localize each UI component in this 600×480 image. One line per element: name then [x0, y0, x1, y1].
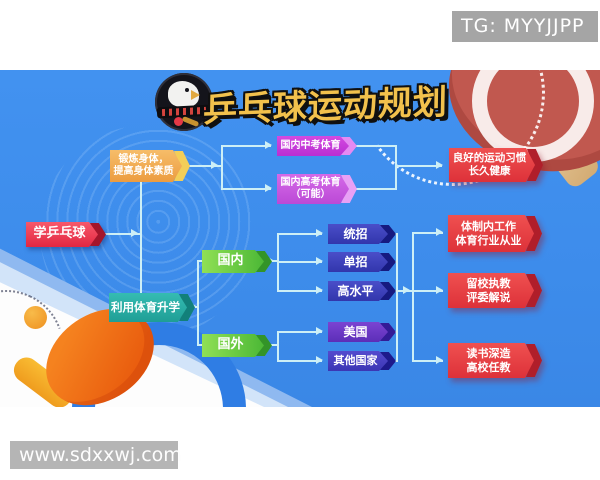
arrow-tip: [380, 225, 396, 243]
flow-line: [352, 145, 396, 147]
arrow-tip: [380, 323, 396, 341]
flow-line: [140, 182, 142, 293]
poster-title: 乒乓球运动规划: [202, 82, 449, 131]
poster-background: 乒乓球运动规划: [0, 70, 600, 407]
flow-line: [277, 261, 322, 263]
flow-arrowhead: [316, 356, 323, 364]
node-danzhao: 单招: [328, 252, 396, 272]
arrow-tip: [380, 282, 396, 300]
node-coach-commentator: 留校执教评委解说: [448, 273, 542, 308]
flow-line: [412, 360, 443, 362]
flow-arrowhead: [316, 286, 323, 294]
flow-line: [277, 331, 322, 333]
arrow-tip: [174, 151, 190, 181]
flow-arrowhead: [265, 184, 272, 192]
node-fitness: 锻炼身体，提高身体素质: [110, 150, 190, 182]
node-gaoshuiping: 高水平: [328, 281, 396, 301]
flow-line: [395, 165, 442, 167]
arrow-tip: [527, 149, 543, 181]
flow-arrowhead: [403, 286, 410, 294]
flow-arrowhead: [436, 161, 443, 169]
flow-line: [221, 188, 271, 190]
flow-arrowhead: [316, 257, 323, 265]
node-domestic: 国内: [202, 250, 272, 273]
logo-ball-icon: [174, 117, 183, 126]
flow-line: [186, 165, 222, 167]
arrow-tip: [526, 274, 542, 307]
flow-arrowhead: [265, 141, 272, 149]
ball-decoration-bottom-left: [24, 306, 47, 329]
flow-line: [412, 290, 443, 292]
arrow-tip: [179, 294, 195, 321]
node-learn-pingpong: 学乒乓球: [26, 222, 106, 247]
flow-arrowhead: [316, 229, 323, 237]
node-tongzhao: 统招: [328, 224, 396, 244]
arrow-tip: [526, 344, 542, 377]
eagle-icon: [168, 81, 200, 107]
node-zhongkao-pe: 国内中考体育: [277, 136, 357, 156]
arrow-tip: [526, 216, 542, 251]
flow-arrowhead: [131, 229, 138, 237]
flow-line: [412, 232, 443, 234]
arrow-tip: [90, 223, 106, 246]
node-sports-education: 利用体育升学: [109, 293, 195, 322]
flow-line: [412, 232, 414, 362]
node-usa: 美国: [328, 322, 396, 342]
flow-line: [197, 260, 203, 262]
node-gaokao-pe: 国内高考体育（可能）: [277, 174, 357, 204]
flow-arrowhead: [436, 356, 443, 364]
flow-line: [277, 331, 279, 362]
arrow-tip: [341, 137, 357, 155]
flow-arrowhead: [436, 286, 443, 294]
flow-line: [197, 261, 199, 346]
flow-arrowhead: [436, 228, 443, 236]
node-system-job: 体制内工作体育行业从业: [448, 215, 542, 252]
flow-line: [396, 233, 398, 362]
node-academia: 读书深造高校任教: [448, 343, 542, 378]
flow-line: [395, 145, 397, 190]
arrow-tip: [380, 253, 396, 271]
flow-line: [277, 290, 322, 292]
flow-line: [221, 145, 271, 147]
node-abroad: 国外: [202, 334, 272, 357]
node-healthy-habit: 良好的运动习惯长久健康: [449, 148, 543, 182]
flow-line: [98, 233, 141, 235]
site-watermark: www.sdxxwj.com: [10, 441, 182, 469]
arrow-tip: [341, 175, 357, 203]
flow-line: [221, 145, 223, 190]
flow-arrowhead: [316, 327, 323, 335]
flow-arrowhead: [211, 161, 218, 169]
tg-watermark: TG: MYYJJPP: [452, 11, 598, 42]
arrow-tip: [380, 352, 396, 370]
flow-line: [277, 233, 322, 235]
flow-line: [197, 344, 203, 346]
flow-line: [352, 188, 396, 190]
arrow-tip: [256, 251, 272, 272]
node-other-countries: 其他国家: [328, 351, 396, 371]
arrow-tip: [256, 335, 272, 356]
eagle-club-logo: [155, 73, 213, 131]
flow-line: [277, 360, 322, 362]
